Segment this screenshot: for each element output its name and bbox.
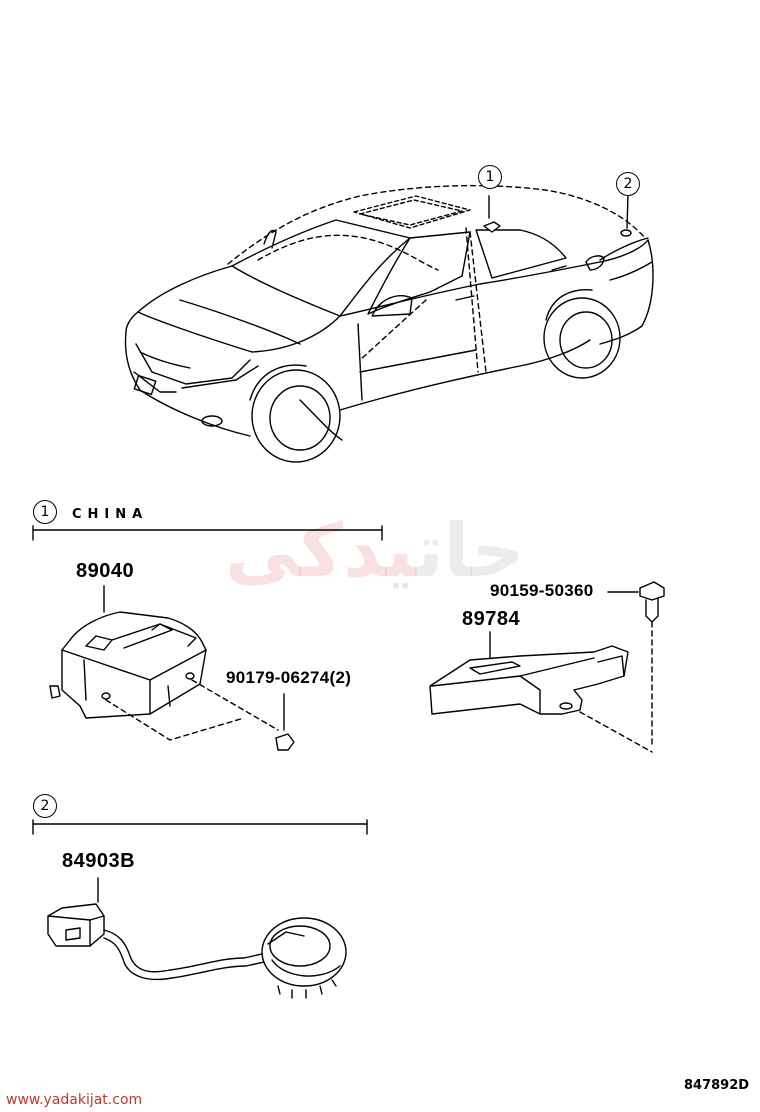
harness-84903b-drawing — [47, 877, 347, 999]
part-number-ecu: 89040 — [76, 560, 135, 582]
watermark-text-red: یدکی — [225, 508, 416, 594]
footer-url: www.yadakijat.com — [6, 1092, 143, 1108]
callout-circle-1: 1 — [478, 165, 502, 189]
watermark-text-grey: جات — [415, 508, 525, 594]
part-number-sensor: 89784 — [462, 608, 521, 630]
diagram-id: 847892D — [684, 1078, 750, 1093]
ecu-89040-drawing — [49, 585, 295, 751]
section-1-ref-circle: 1 — [33, 500, 57, 524]
sensor-89784-drawing — [429, 581, 665, 753]
callout-circle-2: 2 — [616, 172, 640, 196]
section-1-title: CHINA — [72, 507, 149, 522]
watermark-logo: جاتیدکی — [225, 508, 525, 594]
part-number-harness: 84903B — [62, 850, 136, 872]
part-number-nut: 90179-06274(2) — [226, 668, 352, 687]
part-number-bolt: 90159-50360 — [490, 581, 594, 600]
section-1-frame — [32, 525, 383, 541]
section-2-frame — [32, 819, 368, 835]
car-illustration — [124, 184, 654, 463]
section-2-ref-circle: 2 — [33, 794, 57, 818]
